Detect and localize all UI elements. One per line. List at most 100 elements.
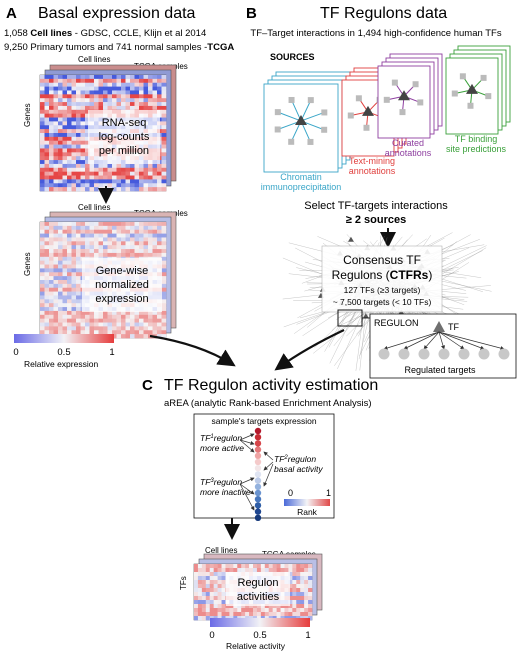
heatmap-cell <box>134 78 140 84</box>
heatmap-cell <box>161 249 167 254</box>
heatmap-cell <box>194 616 199 621</box>
tf1-note: TF1regulon <box>200 433 242 443</box>
heatmap-cell <box>201 564 207 569</box>
heatmap-cell <box>67 171 72 176</box>
heatmap-cell <box>40 90 45 95</box>
heatmap-cell <box>94 222 99 227</box>
heatmap-cell <box>94 322 99 327</box>
heatmap-cell <box>76 299 81 304</box>
heatmap-cell <box>213 608 218 613</box>
curved-arrow-left <box>149 334 236 367</box>
heatmap-cell <box>76 330 81 335</box>
heatmap-cell <box>49 237 54 242</box>
heatmap-cell <box>80 183 86 188</box>
heatmap-cell <box>49 233 54 238</box>
heatmap-cell <box>284 612 289 617</box>
heatmap-cell <box>134 310 140 316</box>
heatmap-cell <box>143 318 149 323</box>
heatmap-cell <box>44 276 50 281</box>
heatmap-cell <box>125 241 131 246</box>
heatmap-cell <box>288 600 293 605</box>
heatmap-cell <box>53 86 59 91</box>
heatmap-cell <box>139 229 144 234</box>
heatmap-cell <box>58 183 63 188</box>
heatmap-cell <box>71 260 77 265</box>
panel-c-subtitle: aREA (analytic Rank-based Enrichment Ana… <box>164 398 372 409</box>
heatmap-cell <box>288 572 293 577</box>
heatmap-cell <box>49 102 54 107</box>
heatmap-cell <box>76 98 81 103</box>
heatmap-cell <box>121 318 126 323</box>
regulon-edge <box>438 331 465 350</box>
target-node <box>417 99 424 106</box>
heatmap-cell <box>98 75 104 80</box>
heatmap-cell <box>44 117 50 122</box>
heatmap-cell <box>98 330 104 335</box>
heatmap-cell <box>76 94 81 99</box>
heatmap-cell <box>152 225 158 231</box>
heatmap-cell <box>58 241 63 246</box>
heatmap-cell <box>112 249 117 254</box>
heatmap-cell <box>40 163 45 169</box>
heatmap-cell <box>308 584 313 589</box>
heatmap-cell <box>80 144 86 149</box>
heatmap-cell <box>296 600 301 605</box>
heatmap-cell <box>139 334 144 339</box>
heatmap-cell <box>80 249 86 254</box>
heatmap-cell <box>71 148 77 153</box>
target-rank-dot <box>254 458 262 466</box>
heatmap-cell <box>221 584 226 589</box>
heatmap-cell <box>44 249 50 254</box>
heatmap-cell <box>40 102 45 107</box>
heatmap-cell <box>103 94 108 99</box>
heatmap-cell <box>85 314 90 319</box>
heatmap-cell <box>103 245 108 250</box>
heatmap-cell <box>280 612 285 617</box>
heatmap-cell <box>130 90 135 95</box>
heatmap-cell <box>197 564 203 569</box>
heatmap-cell <box>44 310 50 316</box>
network-tf-node <box>347 236 354 242</box>
heatmap-cell <box>116 252 122 258</box>
heatmap-cell <box>44 187 50 192</box>
heatmap-cell <box>85 222 90 227</box>
heatmap-cell <box>85 78 90 84</box>
heatmap-cell <box>80 222 86 227</box>
heatmap-cell <box>143 167 149 172</box>
heatmap-cell <box>49 241 54 246</box>
heatmap-cell <box>49 303 54 308</box>
heatmap-cell <box>209 604 214 609</box>
heatmap-cell <box>62 94 68 99</box>
heatmap-cell <box>76 272 81 277</box>
heatmap-cell <box>152 245 158 250</box>
heatmap-cell <box>143 229 149 234</box>
network-tf-node <box>362 313 369 319</box>
heatmap-cell <box>89 229 95 234</box>
heatmap-cell <box>157 322 162 327</box>
heatmap-cell <box>161 144 167 149</box>
heatmap-cell <box>148 175 153 180</box>
heatmap-cell <box>125 90 131 95</box>
heatmap-cell <box>161 334 167 339</box>
heatmap-cell <box>143 171 149 176</box>
heatmap-cell <box>157 225 162 231</box>
heatmap-cell <box>67 121 72 126</box>
heatmap-cell <box>284 568 289 573</box>
heatmap-cell <box>85 148 90 153</box>
heatmap-cell <box>85 252 90 258</box>
heatmap-cell <box>85 233 90 238</box>
heatmap-cell <box>112 105 117 111</box>
heatmap-cell <box>125 225 131 231</box>
heatmap-cell <box>94 98 99 103</box>
heatmap-cell <box>62 276 68 281</box>
heatmap-cell <box>161 295 167 300</box>
heatmap-cell <box>112 225 117 231</box>
heatmap-cell <box>296 596 301 601</box>
heatmap-cell <box>134 229 140 234</box>
heatmap-cell <box>304 576 309 581</box>
heatmap-cell <box>53 237 59 242</box>
heatmap-cell <box>76 148 81 153</box>
scale-gradient <box>210 618 310 627</box>
heatmap-cell <box>85 140 90 145</box>
heatmap-cell <box>103 249 108 254</box>
